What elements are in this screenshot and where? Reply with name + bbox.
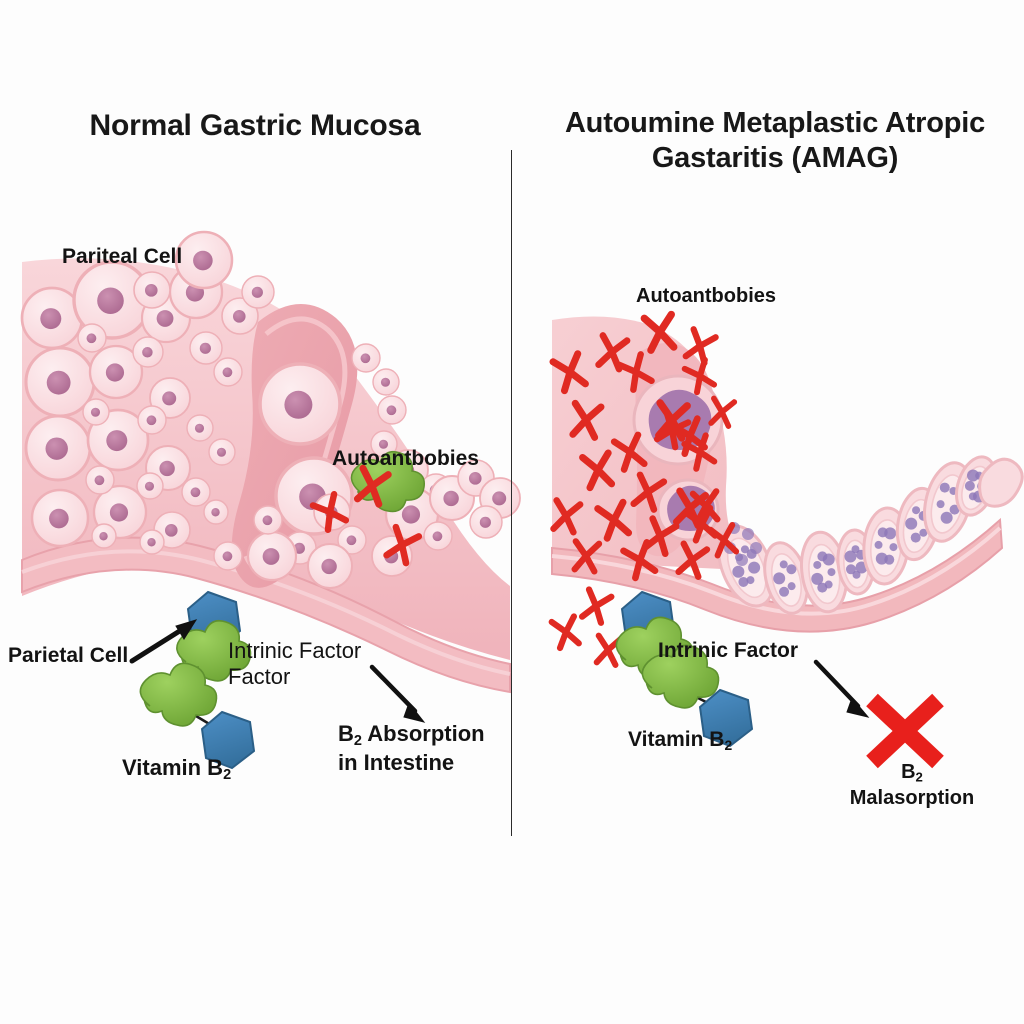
right-autoantibodies: [548, 310, 740, 668]
antibody-y-icon: [682, 326, 719, 367]
right-panel-title: Autoumine Metaplastic Atropic Gastaritis…: [564, 107, 986, 175]
label-b2-malasorption-post: Malasorption: [849, 786, 975, 809]
antibody-y-icon: [579, 449, 616, 492]
label-vitamin-b2-left-text: Vitamin B: [122, 755, 224, 780]
red-x-icon: [866, 693, 944, 769]
antibody-y-icon: [642, 515, 680, 558]
left-mucosa-body: [21, 258, 511, 694]
antibody-y-icon: [670, 415, 708, 458]
antibody-y-icon: [595, 332, 631, 373]
antibody-y-icon: [684, 504, 719, 544]
antibody-y-icon: [550, 497, 584, 536]
antibody-y-icon: [672, 487, 709, 530]
label-vitamin-b2-left: Vitamin B2: [122, 755, 231, 784]
antibody-y-icon: [675, 540, 711, 580]
label-vitamin-b2-left-sub: 2: [223, 767, 232, 784]
label-b2-absorption-sub: 2: [353, 733, 362, 750]
label-vitamin-b2-right-sub: 2: [724, 736, 733, 753]
label-intrinsic-factor-left: Intrinic Factor Factor: [228, 638, 362, 690]
antibody-y-icon: [708, 395, 738, 429]
antibody-y-icon: [569, 399, 605, 441]
antibody-y-icon: [681, 356, 718, 396]
label-b2-absorption-pre: B: [338, 721, 354, 746]
left-autoantibodies: [309, 464, 423, 567]
antibody-y-icon: [630, 471, 668, 513]
antibody-y-icon: [640, 310, 678, 354]
antibody-y-icon: [620, 539, 659, 582]
panel-divider: [511, 150, 512, 836]
right-metaplastic-villi: [717, 455, 1024, 615]
antibody-y-icon: [578, 586, 615, 626]
antibody-y-icon: [707, 522, 740, 559]
label-autoantibodies-right: Autoantbobies: [636, 285, 776, 307]
antibody-y-icon: [655, 399, 691, 442]
antibody-y-icon: [549, 350, 589, 395]
label-b2-absorption-post: Absorption in Intestine: [338, 721, 485, 776]
antibody-y-icon: [593, 632, 624, 668]
antibody-y-icon: [594, 498, 633, 542]
label-autoantibodies-left: Autoantbobies: [332, 447, 479, 470]
label-parietal-cell-bottom: Parietal Cell: [8, 644, 129, 667]
right-mucosa-body: [551, 316, 1004, 633]
antibody-y-icon: [548, 613, 582, 652]
antibody-y-icon: [571, 538, 603, 575]
label-vitamin-b2-right: Vitamin B2: [628, 727, 732, 754]
right-molecule-group-1: [615, 590, 694, 681]
label-b2-malasorption-pre: B: [901, 761, 916, 783]
antibody-y-icon: [681, 432, 718, 472]
label-b2-malasorption: B2 Malasorption: [832, 760, 992, 810]
label-b2-malasorption-sub: 2: [915, 769, 923, 785]
left-parietal-cell-cluster: [20, 230, 521, 589]
label-b2-absorption: B2 Absorption in Intestine: [338, 721, 485, 777]
antibody-y-icon: [610, 431, 648, 473]
label-pariteal-cell-top: Pariteal Cell: [62, 245, 183, 268]
antibody-y-icon: [615, 351, 655, 393]
label-intrinsic-factor-right: Intrinic Factor: [658, 639, 799, 662]
left-panel-title: Normal Gastric Mucosa: [89, 109, 421, 142]
label-vitamin-b2-right-text: Vitamin B: [628, 728, 725, 751]
right-arrow: [813, 659, 870, 718]
antibody-y-icon: [689, 488, 721, 525]
blob-icon: [139, 662, 218, 727]
antibody-y-icon: [653, 409, 692, 451]
